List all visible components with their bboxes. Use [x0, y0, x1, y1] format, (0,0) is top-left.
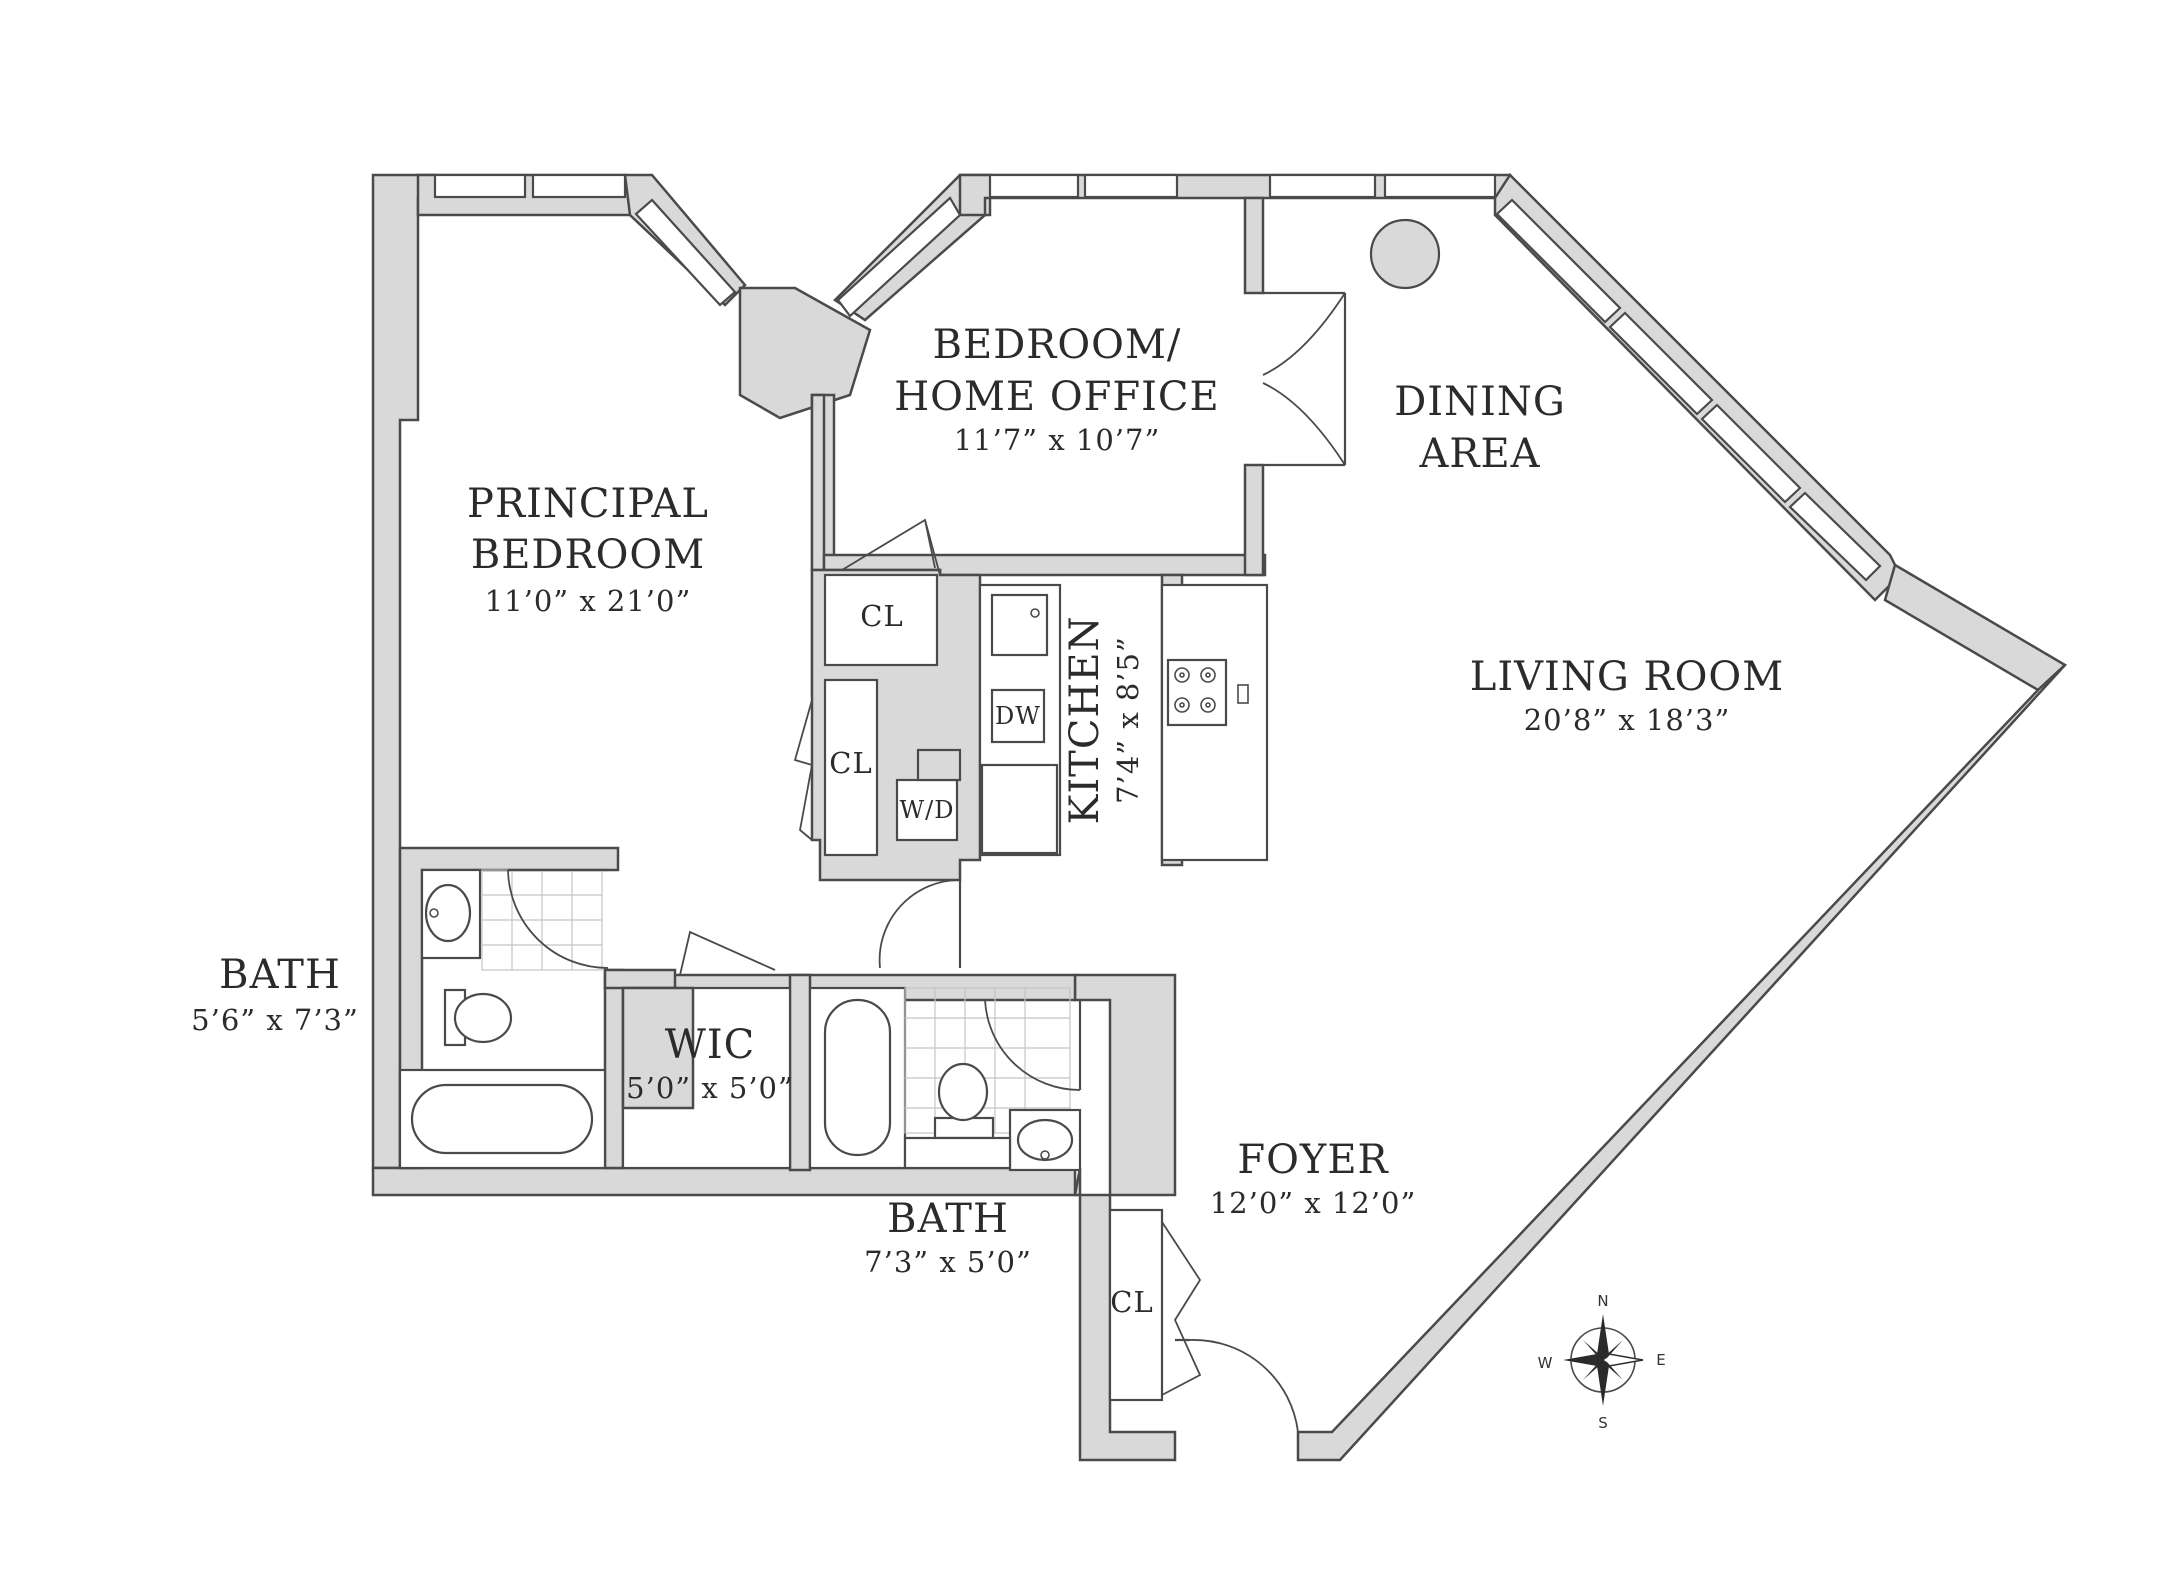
compass-needle-south [1597, 1360, 1609, 1406]
compass-east: E [1656, 1351, 1665, 1369]
kitchen-label: KITCHEN [1062, 615, 1108, 824]
washer-dryer [895, 778, 959, 842]
compass-needle-north [1597, 1314, 1609, 1360]
bath-center-sink [1016, 1118, 1074, 1162]
bath-left-toilet [453, 992, 513, 1044]
cooktop [1166, 658, 1228, 727]
foyer-dims: 12’0” x 12’0” [1210, 1186, 1417, 1220]
bath-center-label: BATH [887, 1196, 1009, 1242]
living-room-label: LIVING ROOM [1470, 654, 1784, 700]
bath-center-toilet [937, 1062, 989, 1122]
bath-left-sink [424, 883, 472, 943]
compass-rose: N S E W [1538, 1292, 1666, 1432]
wic-dims: 5’0” x 5’0” [626, 1071, 794, 1105]
sink [990, 593, 1049, 657]
closet-middle-label: CL [829, 746, 872, 780]
bath-left-dims: 5’6” x 7’3” [191, 1003, 359, 1037]
dining-area-label-1: DINING [1394, 379, 1566, 425]
compass-south: S [1598, 1414, 1608, 1432]
bedroom-office-label-1: BEDROOM/ [933, 322, 1182, 368]
dishwasher-label: DW [995, 702, 1041, 730]
bath-center-dims: 7’3” x 5’0” [864, 1245, 1032, 1279]
windows [433, 173, 1882, 582]
column [1369, 218, 1441, 290]
compass-west: W [1538, 1354, 1553, 1372]
closet-foyer [1108, 1208, 1164, 1402]
compass-needle-east [1601, 1353, 1644, 1367]
doors [507, 291, 1347, 1433]
living-room-dims: 20’8” x 18’3” [1524, 703, 1731, 737]
bath-center-tiles [904, 987, 1071, 1134]
fridge [980, 763, 1059, 855]
dishwasher [990, 688, 1046, 744]
fixtures [398, 218, 1441, 1402]
closet-foyer-label: CL [1110, 1285, 1153, 1319]
bedroom-office-label-2: HOME OFFICE [894, 374, 1219, 420]
compass-needle-west [1563, 1354, 1603, 1366]
principal-bedroom-label-2: BEDROOM [471, 532, 705, 578]
principal-bedroom-dims: 11’0” x 21’0” [485, 584, 692, 618]
bedroom-office-dims: 11’7” x 10’7” [954, 423, 1161, 457]
wic-label: WIC [665, 1022, 756, 1068]
bath-left-label: BATH [219, 952, 341, 998]
kitchen-label-group: KITCHEN 7’4” x 8’5” [1062, 615, 1145, 824]
foyer-label: FOYER [1237, 1137, 1389, 1183]
closet-middle [823, 678, 879, 857]
compass-north: N [1597, 1292, 1608, 1310]
room-labels: PRINCIPAL BEDROOM 11’0” x 21’0” BEDROOM/… [191, 322, 1784, 1319]
dining-area-label-2: AREA [1418, 431, 1540, 477]
principal-bedroom-label-1: PRINCIPAL [467, 481, 709, 527]
bath-left-tiles [481, 869, 603, 971]
closet-upper [823, 573, 939, 667]
washer-dryer-label: W/D [900, 796, 955, 824]
kitchen-dims: 7’4” x 8’5” [1111, 636, 1145, 804]
closet-upper-label: CL [860, 599, 903, 633]
